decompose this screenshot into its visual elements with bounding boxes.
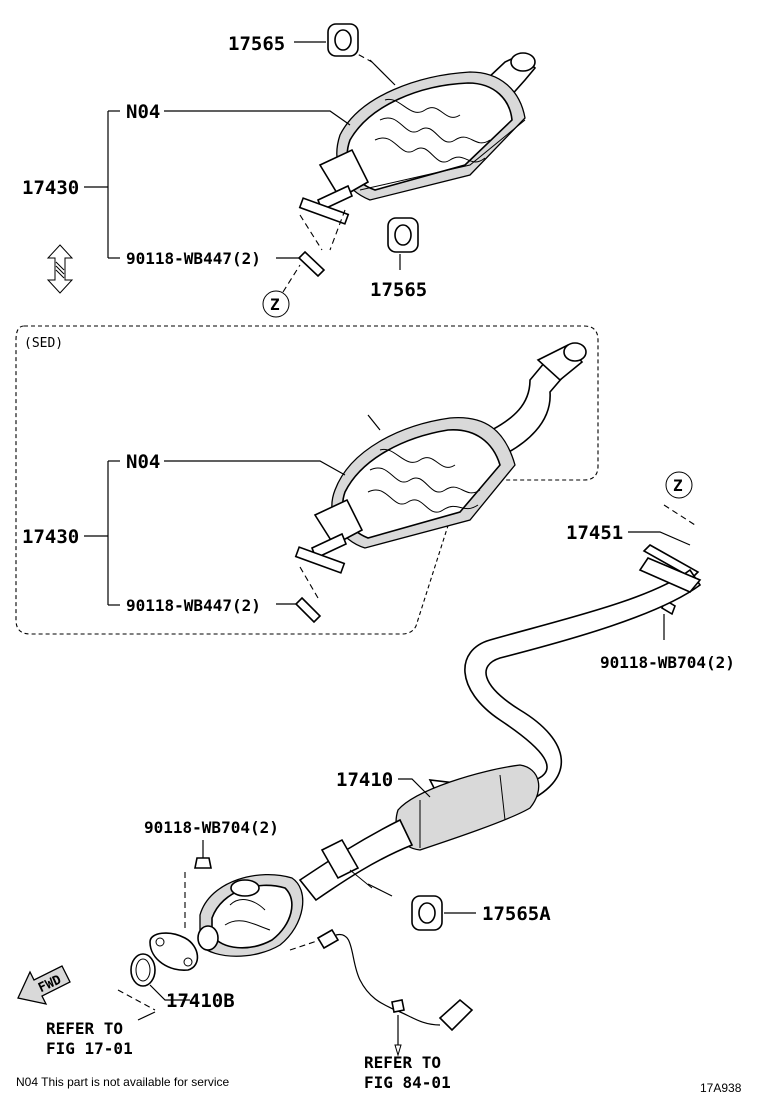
label-top-n04: N04 [126,101,160,123]
label-front-bolt: 90118-WB704(2) [144,818,279,837]
label-front-gasket: 17410B [166,990,235,1012]
z-marker-left [262,290,290,318]
sensor-arrow-icon [394,1044,402,1057]
z-marker-right [665,471,693,499]
label-refer2-line2: FIG 84-01 [364,1073,451,1092]
label-top-hanger: 17565 [228,33,285,55]
label-z-left: Z [270,295,280,314]
label-rear-bolt: 90118-WB704(2) [600,653,735,672]
label-front-pipe: 17410 [336,769,393,791]
up-down-arrow-icon [46,244,74,294]
dash-sed-bolt [299,566,319,599]
sed-muffler-assembly [294,342,587,574]
top-muffler-assembly [298,49,537,225]
leader-front-gasket [149,984,190,1001]
label-sed-tag: (SED) [24,336,63,351]
dash-front-gasket [117,989,156,1011]
label-refer2-line1: REFER TO [364,1053,441,1072]
label-z-right: Z [673,476,683,495]
front-gasket-inner [135,958,151,982]
footer-note: N04 This part is not available for servi… [16,1075,230,1089]
figure-code: 17A938 [700,1081,742,1095]
label-top-assembly: 17430 [22,177,79,199]
sed-bolt-part [294,596,322,624]
label-refer1-line1: REFER TO [46,1019,123,1038]
label-refer1-line2: FIG 17-01 [46,1039,133,1058]
top-bolt-part [297,250,326,278]
front-exhaust-pipe [149,557,702,971]
leader-top-n04 [164,110,351,126]
dash-z-left [282,264,301,293]
front-bolt-part [194,857,212,869]
label-gasket: 17451 [566,522,623,544]
label-second-hanger: 17565 [370,279,427,301]
top-hanger-rubber [327,23,359,57]
second-hanger-rubber [387,217,419,253]
label-front-hanger: 17565A [482,903,551,925]
dash-top-bolt [299,214,323,251]
label-top-bolt: 90118-WB447(2) [126,249,261,268]
label-sed-assembly: 17430 [22,526,79,548]
dash-z-right [663,504,696,526]
front-hanger-rubber [411,895,443,931]
oxygen-sensor [289,928,474,1032]
leader-front-pipe [398,778,431,798]
fwd-arrow-icon: FWD [17,965,71,1005]
leader-sed-n04 [164,460,346,476]
dash-top-bolt-2 [329,209,346,251]
label-sed-bolt: 90118-WB447(2) [126,596,261,615]
leader-gasket [628,531,691,546]
sed-variant-box [15,325,599,635]
leader-refer1 [137,1011,156,1021]
label-sed-n04: N04 [126,451,160,473]
front-gasket-part [130,953,156,987]
